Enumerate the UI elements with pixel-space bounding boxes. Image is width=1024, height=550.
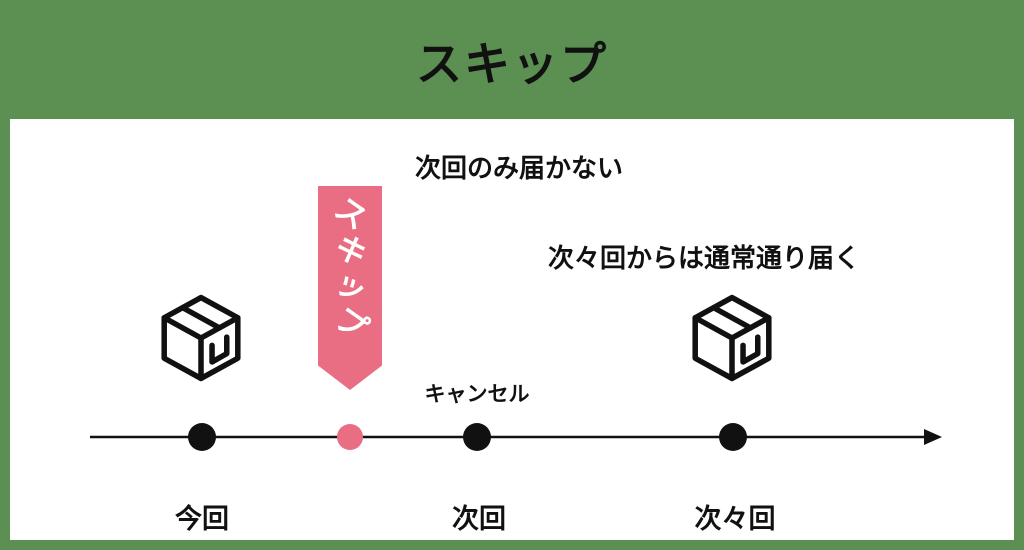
skip-ribbon-char: プ [327,300,374,347]
timeline-dot-now [188,423,216,451]
diagram-panel: 次回のみ届かない 次々回からは通常通り届く ス キ ッ プ [10,119,1014,540]
arrowhead-icon [924,429,942,445]
note-next-delivery-skipped: 次回のみ届かない [415,153,624,183]
package-icon [161,294,241,382]
timeline-dot-next [463,423,491,451]
timeline-axis [90,429,942,445]
cancel-label: キャンセル [424,383,530,406]
tick-label-after-next: 次々回 [694,504,776,534]
tick-label-now: 今回 [175,504,229,534]
page-title: スキップ [416,38,608,90]
tick-label-next: 次回 [452,504,506,534]
note-after-next-normal: 次々回からは通常通り届く [548,243,861,273]
skip-ribbon: ス キ ッ プ [318,186,382,390]
timeline-dot-after-next [719,423,747,451]
timeline-dot-skipped [337,424,363,450]
package-icon [692,294,772,382]
